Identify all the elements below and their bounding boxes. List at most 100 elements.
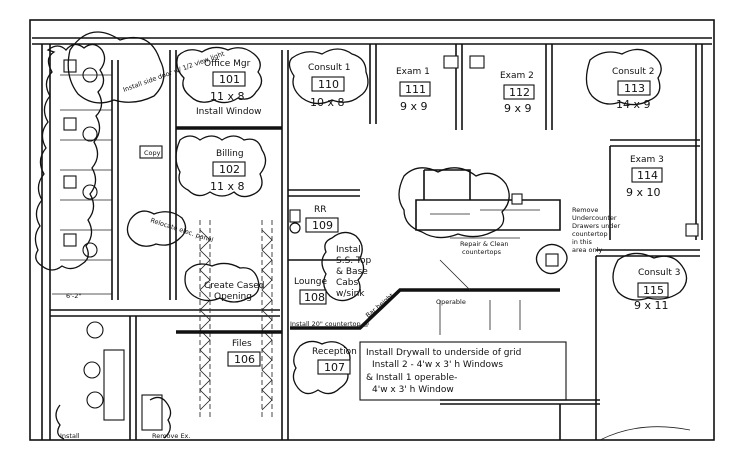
note-create-cased-opening-2: Opening [214, 292, 252, 302]
revision-cloud-nurse-station [398, 167, 510, 239]
interior-wall-lower [50, 309, 280, 317]
workstation-chairs [63, 59, 98, 258]
room-number-box-108 [299, 289, 327, 305]
room-size-consult3: 9 x 11 [634, 299, 669, 312]
bottom-walls [440, 399, 600, 440]
counter-wall [290, 288, 560, 330]
room-name-billing: Billing [216, 149, 244, 159]
room-size-exam1: 9 x 9 [400, 100, 428, 113]
room-number-billing: 102 [219, 163, 240, 176]
room-number-consult3: 115 [643, 284, 664, 297]
room-number-box-111 [399, 81, 431, 97]
leader-lines [439, 259, 521, 335]
room-number-box-102 [212, 161, 246, 177]
lower-office-furniture [83, 321, 163, 431]
room-size-consult1: 10 x 8 [310, 96, 345, 109]
bottom-arc [599, 426, 691, 441]
room-number-exam2: 112 [509, 86, 530, 99]
room-name-reception: Reception [312, 347, 357, 357]
room-number-box-110 [311, 76, 345, 92]
room-name-exam2: Exam 2 [500, 71, 534, 81]
revision-cloud-billing [175, 135, 267, 198]
room-size-consult2: 14 x 9 [616, 98, 651, 111]
revision-cloud-undercounter [535, 243, 568, 275]
note-drywall-line4: 4'w x 3' h Window [372, 385, 454, 395]
undercounter-box [545, 253, 559, 267]
room-number-exam3: 114 [637, 169, 658, 182]
files-shelving [199, 220, 273, 420]
room-number-box-106 [227, 351, 261, 367]
files-shelving-hatch-right [261, 229, 273, 411]
nurse-station-lines [430, 209, 540, 239]
room-number-consult2: 113 [624, 82, 645, 95]
room-name-exam1: Exam 1 [396, 67, 430, 77]
room-size-office-mgr: 11 x 8 [210, 90, 245, 103]
note-install-top-5: w/sink [336, 289, 365, 299]
rr-walls [288, 189, 360, 261]
room-name-lounge: Lounge [294, 277, 327, 287]
office-wall-left [169, 50, 177, 300]
room-name-rr: RR [314, 205, 327, 215]
note-copy: Copy [144, 149, 161, 157]
revision-cloud-workstations [34, 43, 106, 271]
note-install-top-4: Cabs [336, 278, 359, 288]
room-name-consult2: Consult 2 [612, 67, 655, 77]
dimension-label: 6'-2" [66, 292, 81, 300]
exam2-sink-box [469, 55, 485, 69]
room-number-box-115 [637, 282, 669, 298]
room-number-reception: 107 [324, 361, 345, 374]
nurse-station-counter [415, 169, 561, 231]
room-number-rr: 109 [312, 219, 333, 232]
exam3-sink-box [685, 223, 699, 237]
room-name-exam3: Exam 3 [630, 155, 664, 165]
revision-cloud-cased-opening [184, 262, 260, 303]
revision-cloud-side-door [67, 31, 165, 104]
note-install-top-1: Install [336, 245, 363, 255]
note-install-bottom: Install [60, 432, 80, 440]
note-relocate-panel: Relocate elec. panel [149, 216, 214, 244]
room-number-lounge: 108 [304, 291, 325, 304]
exterior-wall-top [32, 37, 712, 45]
room-size-billing: 11 x 8 [210, 180, 245, 193]
revision-cloud-consult3 [612, 252, 688, 301]
room-number-box-107 [317, 359, 351, 375]
note-remove-undercounter-6: area only [572, 246, 602, 254]
note-create-cased-opening-1: Create Cased [204, 281, 265, 291]
room-number-box-114 [631, 167, 663, 183]
note-remove-undercounter-4: countertop [572, 230, 608, 238]
workstation-partition [111, 60, 119, 300]
note-drywall-line3: & Install 1 operable- [366, 373, 457, 383]
revision-cloud-consult1 [288, 48, 369, 105]
note-operable: Operable [436, 298, 466, 306]
files-shelving-hatch-left [199, 229, 211, 411]
room-size-exam3: 9 x 10 [626, 186, 661, 199]
note-drywall-line2: Install 2 - 4'w x 3' h Windows [372, 360, 503, 370]
room-number-box-109 [305, 217, 339, 233]
note-remove-undercounter-5: in this [572, 238, 592, 246]
note-install-top-3: & Base [336, 267, 368, 277]
note-install-window: Install Window [196, 107, 261, 117]
note-bar-height: Bar height [364, 291, 395, 319]
revision-cloud-reception [292, 340, 351, 395]
revision-cloud-lower [55, 396, 172, 440]
room-name-consult1: Consult 1 [308, 63, 351, 73]
exam1-sink-box [443, 55, 459, 69]
room-number-exam1: 111 [405, 83, 426, 96]
office-wall-right [281, 50, 289, 440]
interior-wall-lower-divider [129, 316, 137, 440]
room-size-exam2: 9 x 9 [504, 102, 532, 115]
note-repair-clean-2: countertops [462, 248, 502, 256]
note-remove-ex: Remove Ex. [152, 432, 190, 440]
nurse-station-box [511, 193, 523, 205]
note-remove-undercounter-3: Drawers under [572, 222, 620, 230]
exam-walls [455, 44, 553, 130]
revision-cloud-consult2 [585, 48, 662, 106]
exterior-wall-left [41, 44, 51, 440]
room-name-consult3: Consult 3 [638, 268, 681, 278]
note-drywall-line1: Install Drywall to underside of grid [366, 348, 521, 358]
note-remove-undercounter-1: Remove [572, 206, 598, 214]
room-number-box-101 [212, 71, 246, 87]
rr-toilet [289, 222, 301, 234]
note-remove-undercounter-2: Undercounter [572, 214, 617, 222]
note-install-top-2: S.S. Top [336, 256, 371, 266]
